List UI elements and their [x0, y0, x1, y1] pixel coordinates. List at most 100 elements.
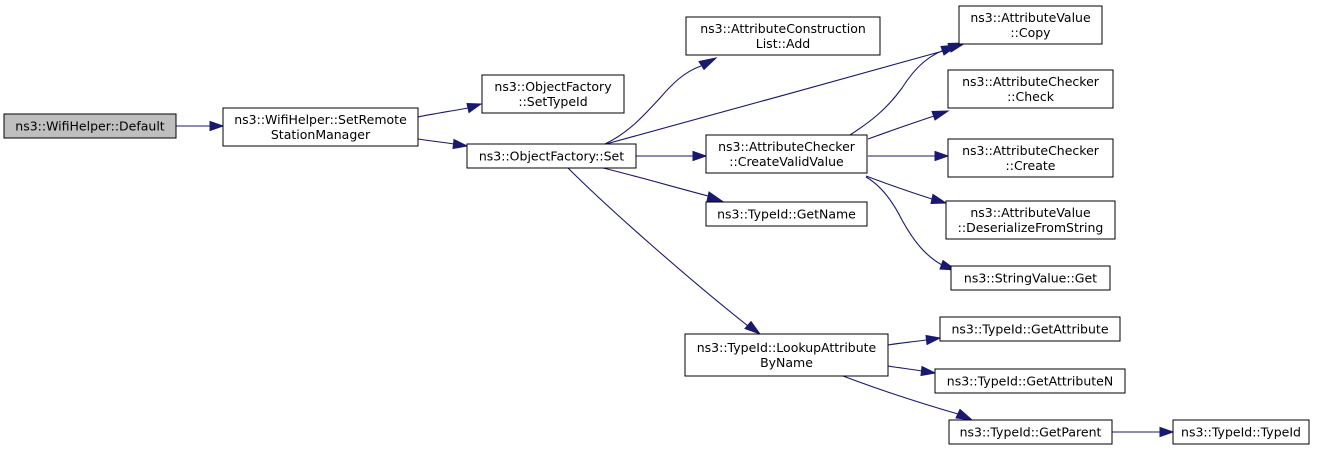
node-box[interactable] — [466, 143, 637, 169]
arrowhead-icon — [209, 120, 225, 132]
edge-line — [605, 50, 944, 145]
edge-default-to-set-remote-station-manager — [176, 120, 225, 132]
edge-type-id-lookup-attribute-by-name-to-type-id-get-attribute — [887, 334, 942, 346]
node-box[interactable] — [958, 5, 1103, 45]
node-box[interactable] — [705, 134, 868, 174]
node-box[interactable] — [684, 333, 889, 377]
arrowhead-icon — [920, 365, 937, 377]
edge-set-remote-station-manager-to-object-factory-set — [417, 138, 469, 150]
node-label: ns3::TypeId::GetName — [717, 207, 856, 222]
arrowhead-icon — [955, 408, 974, 421]
edge-object-factory-set-to-attribute-checker-create-valid-value — [636, 150, 708, 162]
node-default[interactable]: ns3::WifiHelper::Default — [3, 113, 177, 139]
node-label: ns3::ObjectFactory::Set — [479, 149, 624, 164]
edge-line — [417, 138, 455, 145]
edge-attribute-checker-create-valid-value-to-string-value-get — [865, 176, 958, 271]
edge-object-factory-set-to-type-id-lookup-attribute-by-name — [567, 167, 762, 336]
node-layer: ns3::WifiHelper::Default ns3::WifiHelper:… — [3, 5, 1310, 445]
node-object-factory-set[interactable]: ns3::ObjectFactory::Set — [466, 143, 637, 169]
node-label: ns3::TypeId::LookupAttribute — [697, 340, 877, 355]
edge-attribute-checker-create-valid-value-to-attribute-checker-check — [867, 110, 950, 140]
edge-attribute-checker-create-valid-value-to-attribute-value-copy — [849, 42, 967, 136]
node-label: ns3::WifiHelper::Default — [15, 119, 165, 134]
arrowhead-icon — [947, 42, 967, 53]
node-box[interactable] — [705, 201, 868, 227]
node-box[interactable] — [934, 368, 1126, 394]
node-attribute-checker-create[interactable]: ns3::AttributeChecker::Create — [947, 138, 1114, 178]
arrowhead-icon — [698, 57, 718, 71]
arrowhead-icon — [706, 191, 724, 202]
node-attribute-value-deserialize-from-string[interactable]: ns3::AttributeValue::DeserializeFromStri… — [945, 200, 1116, 240]
node-attribute-value-copy[interactable]: ns3::AttributeValue::Copy — [958, 5, 1103, 45]
node-label: ns3::AttributeValue — [970, 10, 1091, 25]
edge-set-remote-station-manager-to-object-factory-set-type-id — [417, 102, 483, 118]
edge-line — [602, 167, 709, 197]
node-label: ns3::ObjectFactory — [494, 79, 612, 94]
edge-line — [867, 115, 935, 140]
node-box[interactable] — [481, 74, 625, 114]
edge-attribute-checker-create-valid-value-to-attribute-checker-create — [868, 150, 950, 162]
node-label: ns3::AttributeConstruction — [700, 21, 866, 36]
edge-object-factory-set-to-attribute-value-copy — [605, 44, 960, 145]
node-label: ::Check — [1007, 89, 1055, 104]
node-type-id-get-attribute[interactable]: ns3::TypeId::GetAttribute — [939, 316, 1121, 342]
node-object-factory-set-type-id[interactable]: ns3::ObjectFactory::SetTypeId — [481, 74, 625, 114]
arrowhead-icon — [744, 320, 762, 336]
edge-layer — [176, 42, 1175, 438]
edge-line — [865, 176, 943, 266]
node-label: ByName — [760, 355, 813, 370]
node-box[interactable] — [3, 113, 177, 139]
node-type-id-type-id[interactable]: ns3::TypeId::TypeId — [1172, 419, 1310, 445]
node-label: ns3::AttributeChecker — [718, 139, 856, 154]
node-label: ns3::WifiHelper::SetRemote — [234, 112, 407, 127]
edge-line — [887, 365, 923, 372]
node-label: List::Add — [756, 36, 810, 51]
arrowhead-icon — [934, 150, 950, 162]
arrowhead-icon — [466, 102, 483, 114]
edge-type-id-lookup-attribute-by-name-to-type-id-get-parent — [842, 375, 974, 421]
node-box[interactable] — [1172, 419, 1310, 445]
edge-line — [567, 167, 749, 327]
node-type-id-get-parent[interactable]: ns3::TypeId::GetParent — [948, 419, 1113, 445]
edge-line — [849, 47, 951, 136]
node-box[interactable] — [685, 16, 881, 56]
edge-object-factory-set-to-type-id-get-name — [602, 167, 724, 202]
node-box[interactable] — [950, 265, 1111, 291]
node-box[interactable] — [948, 419, 1113, 445]
node-attribute-checker-check[interactable]: ns3::AttributeChecker::Check — [947, 69, 1114, 109]
edge-line — [417, 107, 469, 118]
node-attribute-checker-create-valid-value[interactable]: ns3::AttributeChecker::CreateValidValue — [705, 134, 868, 174]
node-label: ns3::TypeId::GetAttribute — [951, 322, 1108, 337]
node-label: ::SetTypeId — [518, 94, 587, 109]
edge-line — [842, 375, 959, 415]
edge-attribute-checker-create-valid-value-to-attribute-value-deserialize-from-string — [865, 175, 948, 205]
node-box[interactable] — [939, 316, 1121, 342]
node-label: ::DeserializeFromString — [958, 220, 1104, 235]
node-box[interactable] — [947, 138, 1114, 178]
arrowhead-icon — [452, 138, 469, 150]
node-label: ns3::AttributeChecker — [962, 143, 1100, 158]
node-label: ns3::TypeId::GetParent — [960, 425, 1102, 440]
node-box[interactable] — [945, 200, 1116, 240]
node-label: ns3::AttributeValue — [970, 205, 1091, 220]
node-type-id-get-attribute-n[interactable]: ns3::TypeId::GetAttributeN — [934, 368, 1126, 394]
node-label: ::CreateValidValue — [729, 154, 844, 169]
arrowhead-icon — [1159, 426, 1175, 438]
node-box[interactable] — [947, 69, 1114, 109]
arrowhead-icon — [931, 110, 950, 121]
edge-line — [865, 175, 933, 200]
node-string-value-get[interactable]: ns3::StringValue::Get — [950, 265, 1111, 291]
node-label: ns3::TypeId::TypeId — [1181, 425, 1301, 440]
arrowhead-icon — [692, 150, 708, 162]
edge-line — [887, 339, 927, 346]
node-label: ns3::StringValue::Get — [964, 271, 1097, 286]
node-label: ns3::TypeId::GetAttributeN — [947, 374, 1113, 389]
node-type-id-get-name[interactable]: ns3::TypeId::GetName — [705, 201, 868, 227]
node-label: ::Copy — [1010, 25, 1051, 40]
node-box[interactable] — [222, 107, 419, 147]
arrowhead-icon — [930, 193, 948, 205]
